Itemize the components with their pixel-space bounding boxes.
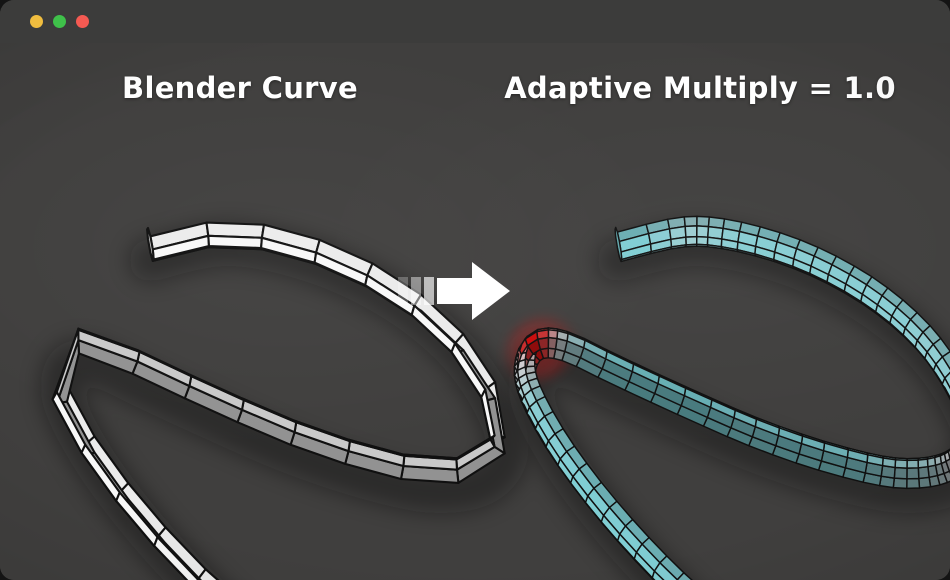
tube-face [906,477,921,490]
tube-face [196,568,220,580]
tube-blender-curve [51,221,506,580]
panel-title-right: Adaptive Multiply = 1.0 [504,71,896,105]
tube-face [696,225,710,238]
tube-face [917,465,930,480]
tube-face [917,458,929,469]
tube-face [906,459,920,469]
tube-face [695,235,709,246]
tube-face [676,572,693,580]
tube-face [685,235,698,246]
viewport-canvas: Blender Curve Adaptive Multiply = 1.0 [0,43,950,580]
tube-face [651,577,656,580]
tube-end-cap [146,226,155,262]
curve-comparison-graphic [40,215,950,580]
minimize-button[interactable] [30,15,43,28]
tube-face [685,243,698,248]
tube-face [893,466,908,480]
tube-face [941,383,950,400]
tube-face [547,336,558,350]
tube-face [892,477,908,490]
tube-end-cap [614,226,623,263]
tube-face [536,329,550,340]
arrow-trail-icon [398,277,434,305]
transition-arrow [396,256,514,326]
tube-face [906,467,920,480]
right-arrow-icon [437,262,510,320]
tube-face [547,347,557,360]
tube-face [651,570,665,580]
tube-face [881,457,897,469]
tube-face [207,234,263,250]
tube-face [894,459,908,469]
window-controls [30,15,89,28]
window-titlebar [0,0,950,43]
tube-face [547,329,559,340]
tube-face [683,215,698,228]
tube-face [926,456,937,468]
tube-face [695,243,709,248]
panel-title-left: Blender Curve [122,71,358,105]
tube-face [556,330,569,342]
maximize-button[interactable] [53,15,66,28]
tube-face [696,215,711,228]
tube-adaptive-curve [513,215,950,580]
tube-face [684,225,698,238]
close-button[interactable] [76,15,89,28]
